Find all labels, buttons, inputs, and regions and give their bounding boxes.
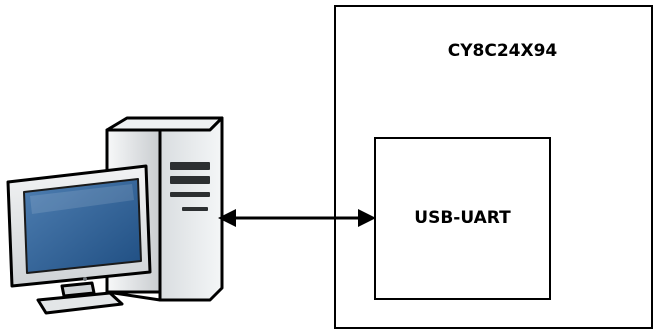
- drive-bay-4: [182, 207, 208, 211]
- monitor-stand-base: [36, 291, 124, 315]
- drive-bay-2: [170, 176, 210, 184]
- drive-bay-3: [170, 192, 210, 197]
- arrowhead-right: [358, 209, 376, 227]
- monitor-stand: [60, 281, 96, 298]
- usb-uart-label: USB-UART: [414, 208, 511, 228]
- drive-bay-1: [170, 162, 210, 170]
- tower-top-face: [105, 116, 224, 132]
- arrowhead-left: [218, 209, 236, 227]
- chip-label: CY8C24X94: [447, 41, 558, 61]
- bidirectional-arrow: [218, 209, 376, 227]
- monitor-screen: [23, 178, 142, 274]
- desktop-computer-icon: [6, 116, 224, 315]
- monitor-power-light: [83, 277, 87, 281]
- usb-uart-block: USB-UART: [374, 137, 551, 300]
